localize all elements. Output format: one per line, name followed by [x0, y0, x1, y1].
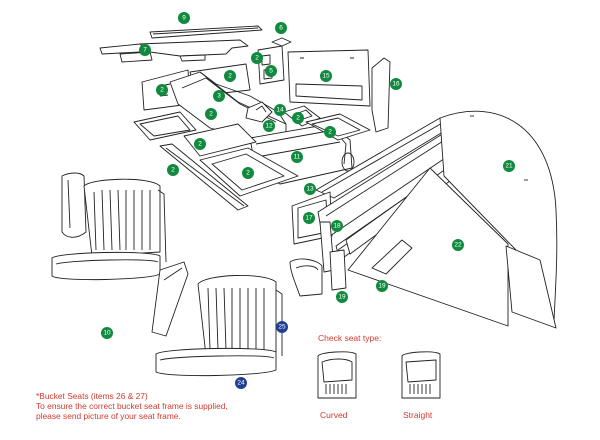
svg-text:2: 2 — [209, 111, 213, 118]
curved-seat-icon — [317, 351, 357, 399]
svg-text:7: 7 — [143, 47, 147, 54]
svg-text:9: 9 — [182, 15, 186, 22]
badge-5: 5 — [265, 65, 277, 77]
svg-text:18: 18 — [333, 223, 341, 230]
note-line-3: please send picture of your seat frame. — [36, 411, 181, 422]
straight-seat-icon — [401, 351, 441, 399]
svg-text:6: 6 — [279, 25, 283, 32]
svg-text:5: 5 — [269, 68, 273, 75]
svg-text:22: 22 — [454, 242, 462, 249]
part-22-large-panel — [347, 167, 509, 327]
seat-type-title: Check seat type: — [318, 333, 382, 343]
badge-14: 14 — [274, 104, 286, 116]
part-22-flap — [505, 245, 557, 329]
svg-text:11: 11 — [294, 154, 301, 161]
badge-7: 7 — [139, 44, 151, 56]
svg-text:2: 2 — [255, 55, 259, 62]
svg-text:3: 3 — [217, 93, 221, 100]
badge-6: 6 — [275, 22, 287, 34]
badge-10: 10 — [101, 327, 113, 339]
badge-2-e: 2 — [292, 112, 304, 124]
svg-text:19: 19 — [378, 283, 386, 290]
badge-2-d: 2 — [205, 108, 217, 120]
badge-21: 21 — [503, 160, 515, 172]
part-16 — [371, 57, 391, 133]
badge-18: 18 — [331, 220, 343, 232]
svg-text:24: 24 — [237, 380, 245, 387]
badge-2-b: 2 — [224, 70, 236, 82]
svg-text:16: 16 — [392, 81, 400, 88]
badge-9: 9 — [178, 12, 190, 24]
svg-text:15: 15 — [322, 73, 330, 80]
badge-19-a: 19 — [336, 291, 348, 303]
badge-15: 15 — [320, 70, 332, 82]
svg-text:2: 2 — [198, 141, 202, 148]
badge-16: 16 — [390, 78, 402, 90]
part-25-side — [151, 261, 189, 337]
part-6 — [271, 37, 292, 47]
svg-text:2: 2 — [296, 115, 300, 122]
svg-text:2: 2 — [228, 73, 232, 80]
badge-13: 13 — [304, 183, 316, 195]
badge-2-i: 2 — [167, 164, 179, 176]
seat-option-curved: Curved — [320, 410, 348, 420]
badge-2-f: 2 — [324, 126, 336, 138]
svg-text:13: 13 — [306, 186, 314, 193]
note-line-1: *Bucket Seats (items 26 & 27) — [36, 391, 148, 401]
badge-2-g: 2 — [194, 138, 206, 150]
badge-2-h: 2 — [242, 167, 254, 179]
badge-12: 12 — [263, 120, 275, 132]
part-9-parcel-strip — [149, 25, 263, 39]
bucket-seat-note: *Bucket Seats (items 26 & 27) To ensure … — [36, 391, 228, 422]
badge-17: 17 — [303, 212, 315, 224]
badge-2-a: 2 — [156, 84, 168, 96]
svg-text:12: 12 — [265, 123, 273, 130]
badge-19-b: 19 — [376, 280, 388, 292]
svg-text:14: 14 — [276, 107, 284, 114]
part-24-seat — [155, 275, 283, 377]
badge-11: 11 — [291, 151, 303, 163]
part-10-side — [61, 172, 87, 238]
svg-text:10: 10 — [103, 330, 111, 337]
svg-text:21: 21 — [505, 163, 513, 170]
svg-text:17: 17 — [305, 215, 313, 222]
svg-text:2: 2 — [328, 129, 332, 136]
part-2-sill-strip — [159, 143, 249, 211]
svg-text:2: 2 — [246, 170, 250, 177]
badge-3: 3 — [213, 90, 225, 102]
badge-22: 22 — [452, 239, 464, 251]
svg-text:2: 2 — [160, 87, 164, 94]
svg-text:25: 25 — [278, 324, 286, 331]
badge-25: 25 — [276, 321, 288, 333]
seat-option-straight: Straight — [403, 410, 433, 420]
part-19-curved — [289, 258, 323, 297]
badge-24: 24 — [235, 377, 247, 389]
part-3-tunnel — [169, 71, 287, 139]
svg-text:2: 2 — [171, 167, 175, 174]
part-7-mats — [99, 39, 249, 63]
part-10-seat — [51, 178, 167, 281]
badge-2-c: 2 — [251, 52, 263, 64]
svg-text:19: 19 — [338, 294, 346, 301]
note-line-2: To ensure the correct bucket seat frame … — [36, 401, 228, 412]
